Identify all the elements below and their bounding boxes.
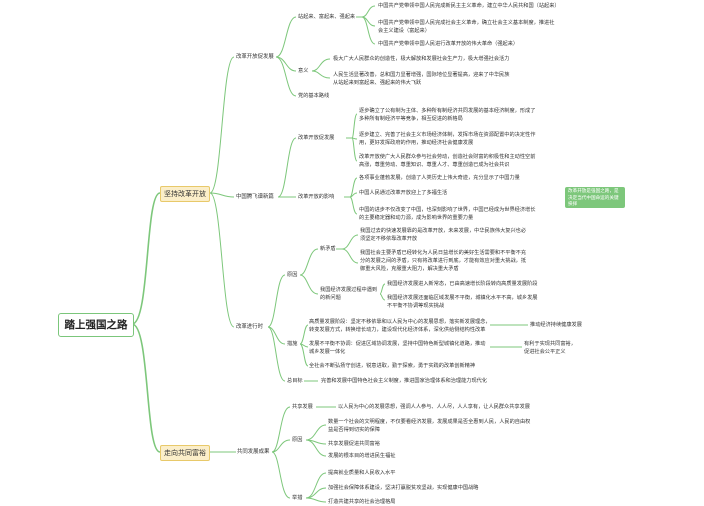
connector-reason (267, 274, 286, 328)
leaf-c2a: 数量一个社会的文明程度，不仅要看经济发展，发展成果是否全惠到人民，人民的自由权 (328, 419, 531, 425)
connector-r1 (361, 5, 376, 18)
leaf-r1: 中国共产党带领中国人民完成新民主主义革命，建立中华人民共和国（站起来） (378, 3, 560, 9)
connector-reformdev (277, 137, 297, 198)
leaf-ms1b: 转变发展方式，转换增长动力，建设现代化经济体系，深化供给侧结构性改革 (309, 327, 486, 333)
branch-rise[interactable]: 站起来、富起来、强起来 (298, 14, 356, 20)
leaf-m2a: 人民生活显著改善，总和国力显著增强，国际地位显著提高，迎来了中华民族 (333, 72, 510, 78)
connector-meaning (275, 56, 297, 72)
leaf-h3: 打造共建共享的社会治理格局 (328, 499, 396, 505)
leaf-n2c: 御重大风险，克服重大阻力，解决重大矛盾 (360, 266, 459, 272)
leaf-n2b: 分的发展之间的矛盾，只有将改革进行到底，才能有效应对重大挑战，抵 (360, 258, 527, 264)
leaf-s2b: 不平衡不协调等现实挑战 (387, 303, 445, 309)
leaf-c2b: 益是否得到切实的保障 (328, 427, 380, 433)
leaf-n1a: 我国过去的快速发展靠的是改革开放，未来发展，中华民族伟大复兴也必 (360, 228, 527, 234)
summary-note: 改革开放是强国之路，是决定当代中国命运的关键抉择 (565, 187, 625, 208)
connector-main1-continue (209, 192, 235, 328)
leaf-s2a: 我国经济发展还面临区域发展不平衡，城镇化水平不高，城乡发展 (387, 295, 538, 301)
leaf-m2b: 从站起来到富起来、强起来的伟大飞跃 (333, 80, 422, 86)
root-node[interactable]: 踏上强国之路 (58, 313, 134, 337)
leaf-ms1r: 推动经济持续健康发展 (530, 322, 582, 328)
leaf-ms2a: 发展不平衡不协调：促进区域协调发展，坚持中国特色新型城镇化道路，推动 (309, 341, 486, 347)
leaf-i1: 各项事业蓬勃发展，创造了人类历史上伟大奇迹，充分显示了中国力量 (359, 175, 520, 181)
branch-basic-line[interactable]: 党的基本路线 (298, 93, 330, 99)
leaf-ms2r1: 有利于实现共同富裕， (524, 341, 576, 347)
branch-goal[interactable]: 总目标 (287, 378, 303, 384)
leaf-h2: 加强社会保障体系建设，坚决打赢脱贫攻坚战，实现健康中国战略 (328, 485, 479, 491)
leaf-d3b: 高涨，尊重劳动、尊重知识、尊重人才、尊重创造已成为社会共识 (359, 162, 510, 168)
connector-main1-opendev (209, 56, 235, 194)
branch-reason2[interactable]: 原因 (292, 437, 303, 443)
leaf-c1: 以人民为中心的发展思想，强调人人参与、人人尽，人人享有，让人民群众共享发展 (338, 404, 530, 410)
leaf-r2a: 中国共产党带领中国人民完成社会主义革命，确立社会主义基本制度，推进社 (378, 20, 555, 26)
leaf-d2a: 逐步建立、完善了社会主义市场经济体制，发挥市场在资源配置中的决定性作 (359, 132, 536, 138)
connector-r3 (361, 16, 376, 45)
branch-measures[interactable]: 措施 (287, 341, 298, 347)
branch-measures2[interactable]: 举措 (292, 495, 303, 501)
connector-m1 (311, 58, 331, 72)
leaf-h1: 提高就业质量和人民收入水平 (328, 470, 396, 476)
branch-continue[interactable]: 改革进行时 (236, 324, 263, 330)
leaf-n2a: 我国社会主要矛盾已经转化为人民日益增长的美好生活需要和不平衡不充 (360, 250, 527, 256)
leaf-c4: 发展的根本目的增进民生福祉 (328, 453, 396, 459)
leaf-m1: 极大广大人民群众的创造性，极大解放和发展社会生产力，极大增强社会活力 (333, 56, 510, 62)
leaf-ms2b: 城乡发展一体化 (309, 349, 346, 355)
leaf-r3: 中国共产党带领中国人民进行改革开放的伟大革命（强起来） (378, 41, 519, 47)
connector-main1-fly (209, 192, 235, 198)
leaf-r2b: 会主义建设（富起来） (378, 28, 430, 34)
connector-rise (275, 16, 297, 58)
branch-open-dev[interactable]: 改革开放促发展 (236, 54, 274, 60)
connector-m2 (311, 70, 331, 79)
leaf-n1b: 须坚定不移依靠改革开放 (360, 236, 418, 242)
leaf-ms1a: 高质量发展阶段：坚定不移依靠和以人民为中心的发展思想，落实新发展理念， (309, 319, 491, 325)
connector-goal (267, 326, 286, 382)
leaf-i3b: 的主要稳定器和动力源，成为影响世界的重要力量 (359, 215, 474, 221)
branch-influence[interactable]: 改革开放的影响 (298, 194, 335, 200)
leaf-d1a: 逐步确立了公有制为主体、多种所有制经济共同发展的基本经济制度，形成了 (359, 108, 536, 114)
leaf-g1: 完善和发展中国特色社会主义制度，推进国家治理体系和治理能力现代化 (321, 378, 488, 384)
branch-reform-dev[interactable]: 改革开放促发展 (298, 135, 335, 141)
leaf-c3: 共享发展促进共同富裕 (328, 441, 380, 447)
branch-fly[interactable]: 中国腾飞谱新篇 (236, 194, 274, 200)
branch-meaning[interactable]: 意义 (298, 68, 309, 74)
leaf-d3a: 改革开放使广大人民群众参与社会劳动，创造社会财富的积极性和主动性空前 (359, 154, 536, 160)
branch-common[interactable]: 共同发展成果 (237, 449, 270, 455)
branch-sharing[interactable]: 共享发展 (292, 404, 313, 410)
main-node-prosperity[interactable]: 走向共同富裕 (160, 445, 210, 461)
leaf-d2b: 用，更好发挥政府的作用，推动经济社会健康发展 (359, 140, 474, 146)
branch-reason[interactable]: 原因 (287, 272, 298, 278)
branch-new-problems[interactable]: 新矛盾 (320, 246, 336, 252)
connector-basicline (275, 56, 297, 97)
leaf-s1: 我国经济发展进入新常态，已由高速增长阶段转向高质量发展阶段 (387, 281, 538, 287)
leaf-ms2r2: 促进社会公平正义 (524, 349, 566, 355)
main-node-reform[interactable]: 坚持改革开放 (160, 186, 210, 202)
leaf-i2: 中国人民通过改革开放迎上了多福生活 (359, 190, 448, 196)
connector-root-main2 (131, 323, 161, 453)
leaf-d1b: 多种所有制经济平等竞争，相互促进的新格局 (359, 116, 463, 122)
connector-root-main1 (131, 192, 161, 325)
branch-stage-a[interactable]: 我国经济发展过程中遇到的新问题 (320, 287, 378, 301)
leaf-i3a: 中国的进步不仅改变了中国，也深刻影响了世界，中国已经成为世界经济增长 (359, 207, 536, 213)
leaf-ms3: 全社会不断弘扬守创进，锐意进取，勤于探索，勇于实践的改革创新精神 (309, 363, 476, 369)
